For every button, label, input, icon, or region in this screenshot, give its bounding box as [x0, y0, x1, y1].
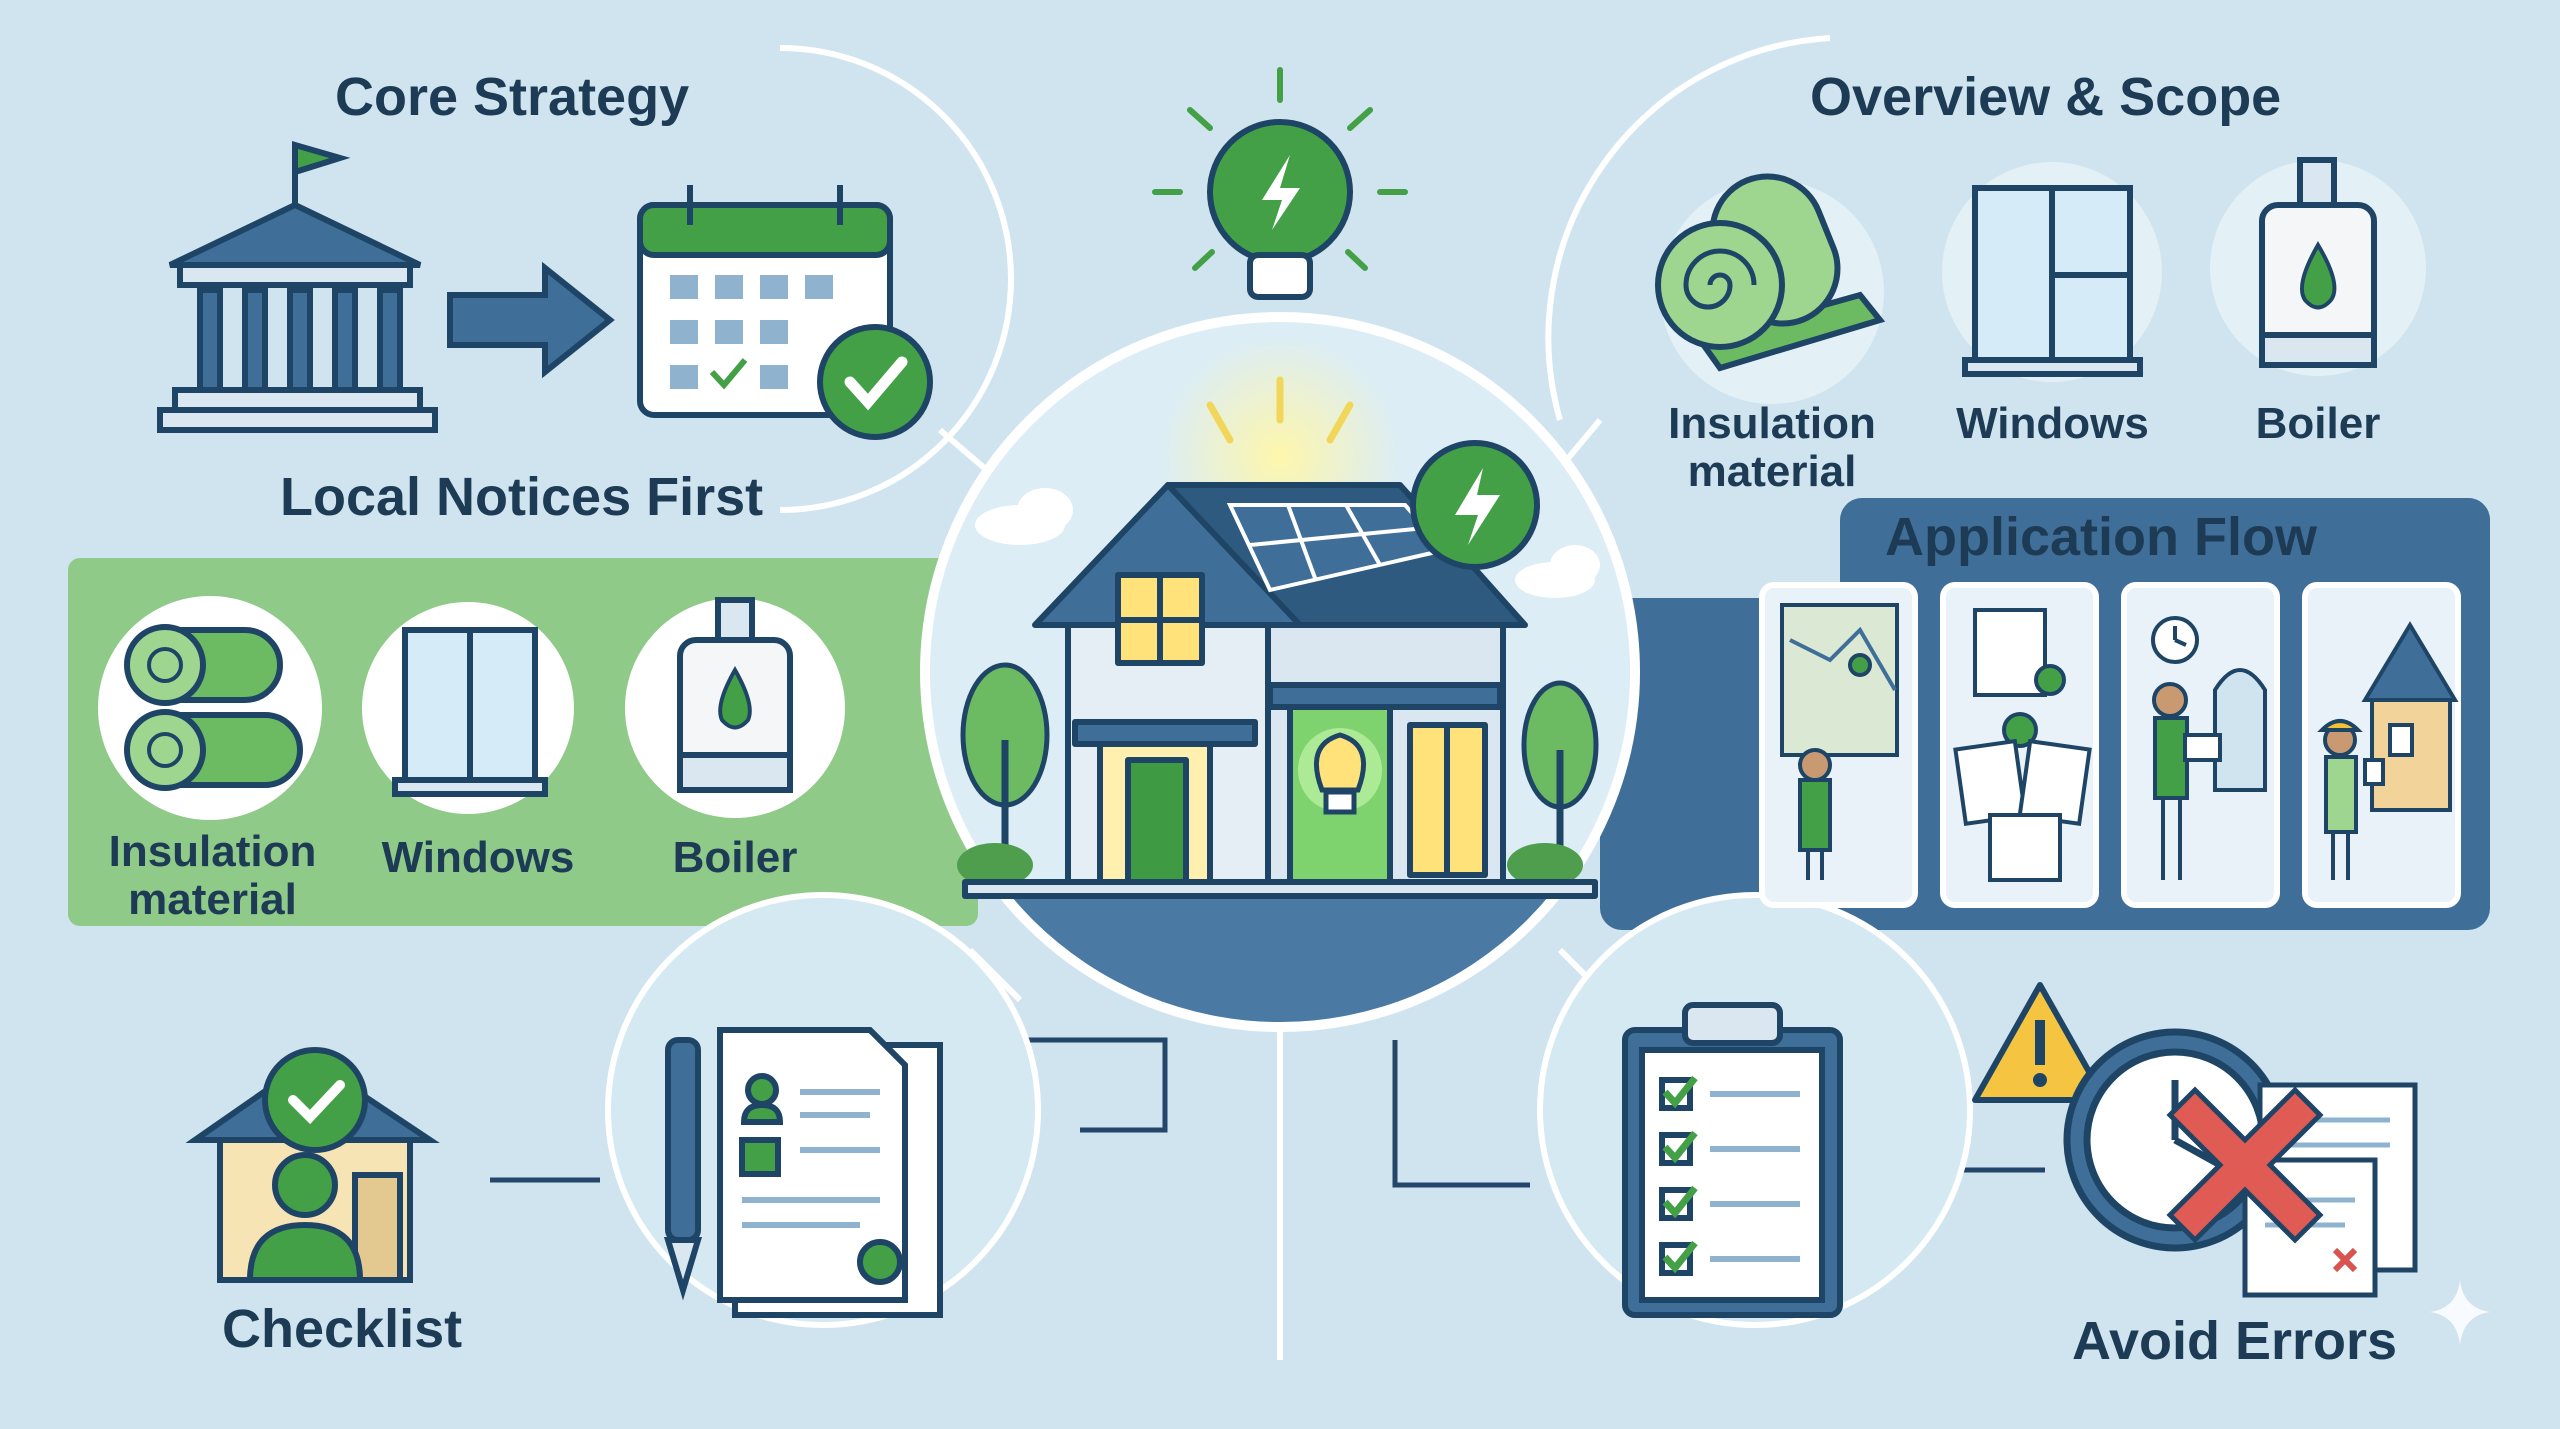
- tree-icon: [957, 662, 1599, 887]
- window-icon: [1962, 185, 2143, 377]
- boiler-icon: [677, 597, 793, 793]
- warning-icon: [1972, 982, 2108, 1103]
- application-flow-title: Application Flow: [1885, 507, 2317, 567]
- left-item-label-windows: Windows: [381, 833, 575, 882]
- map-review-icon: [1780, 603, 1899, 880]
- submit-counter-icon: [2151, 616, 2267, 880]
- lightning-badge-icon: [1410, 440, 1540, 570]
- left-item-label-boiler: Boiler: [672, 833, 798, 882]
- clipboard-checklist-icon: [1622, 1002, 1843, 1318]
- center-house-illustration: [920, 312, 1640, 1032]
- overview-item-label-boiler: Boiler: [2255, 399, 2381, 448]
- house-person-check-icon: [185, 1047, 440, 1283]
- boiler-icon: [2259, 157, 2377, 368]
- insulation-rolls-icon: [124, 624, 303, 791]
- pen-icon: [663, 1037, 703, 1301]
- solar-panel-icon: [1226, 503, 1449, 593]
- inspector-icon: [2317, 621, 2459, 880]
- documents-icon: [1953, 608, 2092, 882]
- check-badge-icon: [817, 324, 933, 440]
- signed-document-icon: [717, 1027, 943, 1318]
- core-strategy-caption: Local Notices First: [280, 467, 764, 527]
- overview-scope-title: Overview & Scope: [1810, 67, 2282, 127]
- cloud-icon: [975, 488, 1600, 598]
- overview-item-label-insulation: Insulation material: [1668, 399, 1876, 497]
- idea-lightbulb-icon: [1152, 67, 1408, 300]
- lightbulb-icon: [1298, 728, 1382, 815]
- insulation-roll-icon: [1655, 173, 1886, 372]
- arrow-right-icon: [447, 261, 615, 379]
- overview-item-label-windows: Windows: [1956, 399, 2149, 448]
- window-icon: [392, 627, 548, 797]
- government-building-icon: [157, 141, 438, 433]
- sparkle-icon: [2430, 1280, 2490, 1345]
- application-flow-header: [1840, 498, 2490, 603]
- core-strategy-title: Core Strategy: [335, 67, 690, 127]
- checklist-caption: Checklist: [222, 1299, 463, 1359]
- avoid-errors-caption: Avoid Errors: [2072, 1311, 2398, 1371]
- left-item-label-insulation: Insulation material: [108, 827, 317, 925]
- error-cross-icon: [2166, 1086, 2324, 1244]
